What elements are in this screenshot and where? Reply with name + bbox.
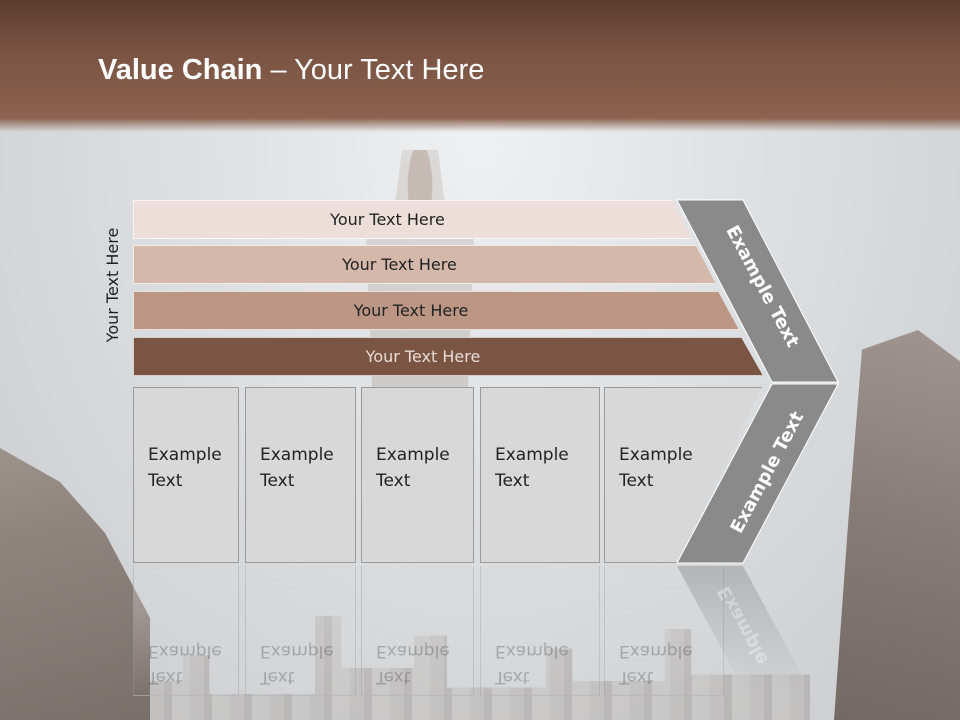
title-bold: Value Chain: [98, 54, 263, 86]
bar-3-label: Your Text Here: [353, 301, 469, 320]
bar-2[interactable]: Your Text Here: [133, 245, 716, 284]
chevron-reflection: [677, 566, 810, 690]
box-2-line2: Text: [260, 471, 295, 491]
bar-3[interactable]: Your Text Here: [133, 291, 739, 330]
box-2-line1: Example: [260, 445, 334, 465]
bar-4-label: Your Text Here: [365, 347, 481, 366]
bar-1-label: Your Text Here: [330, 210, 445, 229]
box-1[interactable]: Example Text: [133, 387, 239, 563]
box-4-line1: Example: [495, 445, 569, 465]
slide-title[interactable]: Value Chain – Your Text Here: [98, 54, 484, 87]
box-3-line2: Text: [376, 471, 411, 491]
chevron-upper-segment[interactable]: [676, 199, 839, 383]
box-3[interactable]: Example Text: [361, 387, 474, 563]
box-3-line1: Example: [376, 445, 450, 465]
box-1-line2: Text: [148, 471, 183, 491]
box-5-line2: Text: [619, 471, 654, 491]
title-banner: [0, 0, 960, 132]
bar-4[interactable]: Your Text Here: [133, 337, 763, 376]
title-rest: – Your Text Here: [262, 54, 485, 86]
box-1-line1: Example: [148, 445, 222, 465]
box-5-line1: Example: [619, 445, 693, 465]
bar-2-label: Your Text Here: [342, 255, 457, 274]
box-4[interactable]: Example Text: [480, 387, 600, 563]
box-4-line2: Text: [495, 471, 530, 491]
box-2[interactable]: Example Text: [245, 387, 356, 563]
bar-1[interactable]: Your Text Here: [133, 200, 692, 239]
chevron-lower-segment[interactable]: [676, 383, 839, 564]
